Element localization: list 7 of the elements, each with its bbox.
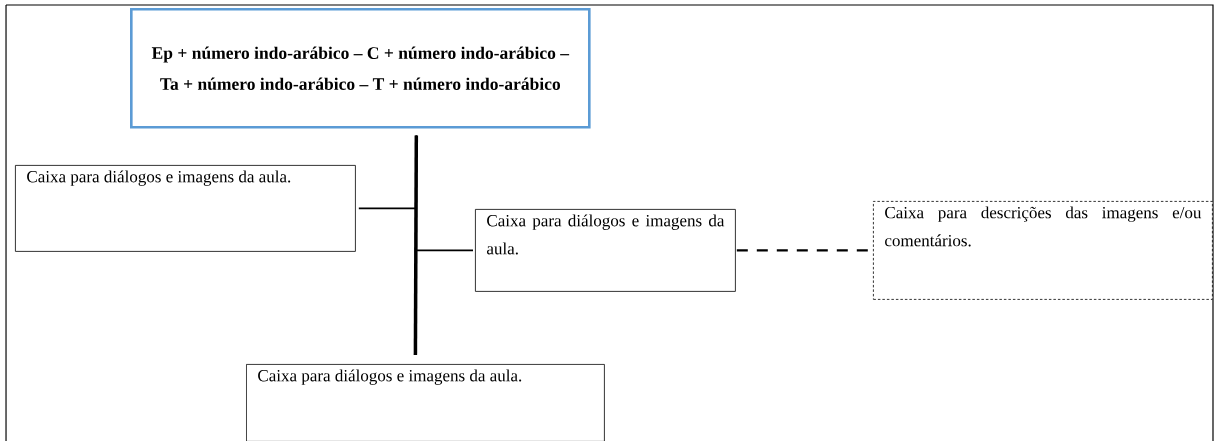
title-box: Ep + número indo-arábico – C + número indo-arábico – Ta + número indo-arábico – T + número indo-arábico — [130, 8, 591, 129]
connector-line — [415, 134, 474, 252]
text-box: Caixa para diálogos e imagens da aula. — [15, 165, 356, 252]
text-box: Caixa para diálogos e imagens da aula. — [246, 364, 605, 441]
comment-box: Caixa para descrições das imagens e/ou comentários. — [873, 201, 1213, 300]
connector-line — [413, 135, 419, 355]
text-box: Caixa para diálogos e imagens da aula. — [475, 209, 736, 292]
